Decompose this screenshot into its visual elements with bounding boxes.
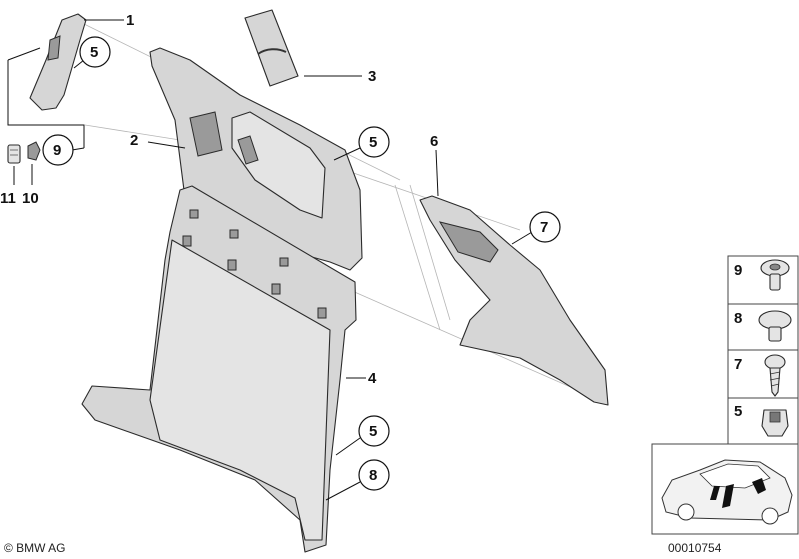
label-part-3: 3 bbox=[368, 68, 376, 85]
part-11-clip bbox=[7, 144, 21, 164]
part-1-pillar-trim bbox=[29, 13, 87, 111]
bracket-lines bbox=[7, 47, 85, 185]
callout-5-top-left: 5 bbox=[79, 36, 111, 68]
screw-icon bbox=[764, 354, 786, 397]
part-4-clips bbox=[182, 209, 327, 319]
label-part-11: 11 bbox=[0, 190, 16, 207]
label-part-2: 2 bbox=[130, 132, 138, 149]
legend-label-7: 7 bbox=[734, 356, 742, 373]
label-part-9: 9 bbox=[53, 142, 61, 159]
label-part-5-c: 5 bbox=[369, 423, 377, 440]
leader-lines bbox=[71, 19, 533, 501]
label-part-1: 1 bbox=[126, 12, 134, 29]
push-rivet-icon bbox=[760, 259, 790, 291]
copyright-text: © BMW AG bbox=[4, 541, 66, 555]
fastener-legend: 9 8 7 5 bbox=[727, 255, 799, 445]
car-location-inset bbox=[651, 443, 799, 535]
callout-7: 7 bbox=[529, 211, 561, 243]
label-part-5-b: 5 bbox=[369, 134, 377, 151]
part-3-cover-panel bbox=[244, 9, 299, 87]
spring-clip-icon bbox=[761, 409, 789, 437]
part-4-lower-trim bbox=[81, 185, 357, 553]
clip-fastener-icon bbox=[758, 310, 792, 342]
label-part-10: 10 bbox=[22, 190, 39, 207]
label-part-5-a: 5 bbox=[90, 44, 98, 61]
label-part-8: 8 bbox=[369, 467, 377, 484]
legend-label-9: 9 bbox=[734, 262, 742, 279]
label-part-4: 4 bbox=[368, 370, 377, 387]
part-6-side-trim bbox=[419, 195, 609, 406]
legend-label-8: 8 bbox=[734, 310, 742, 327]
callout-5-lower: 5 bbox=[358, 415, 390, 447]
drawing-number: 00010754 bbox=[668, 541, 722, 555]
callout-5-middle: 5 bbox=[358, 126, 390, 158]
label-part-6: 6 bbox=[430, 133, 438, 150]
part-2-c-pillar-trim bbox=[149, 47, 363, 271]
legend-label-5: 5 bbox=[734, 403, 742, 420]
car-outline-icon bbox=[661, 459, 793, 525]
part-10-clip bbox=[27, 141, 41, 161]
callout-8: 8 bbox=[358, 459, 390, 491]
part-labels: 1 2 3 4 6 11 10 bbox=[0, 12, 438, 387]
label-part-7: 7 bbox=[540, 219, 548, 236]
callout-9: 9 bbox=[42, 134, 74, 166]
